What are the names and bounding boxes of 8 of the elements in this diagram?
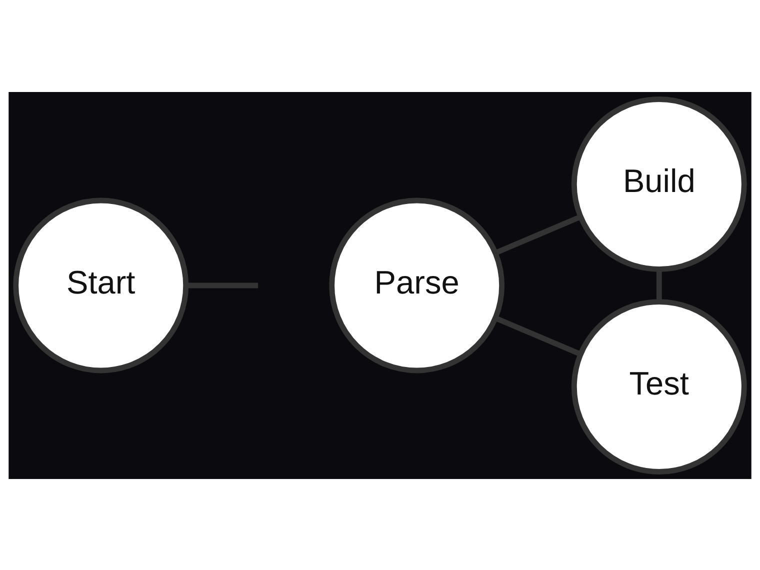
node-circle: Parse xyxy=(329,197,505,373)
connector xyxy=(494,214,581,255)
connector xyxy=(656,268,662,301)
node-circle: Start xyxy=(13,197,189,373)
connector xyxy=(494,315,581,356)
node-circle: Build xyxy=(571,96,747,272)
connector xyxy=(186,282,258,288)
node-circle: Test xyxy=(571,298,747,474)
